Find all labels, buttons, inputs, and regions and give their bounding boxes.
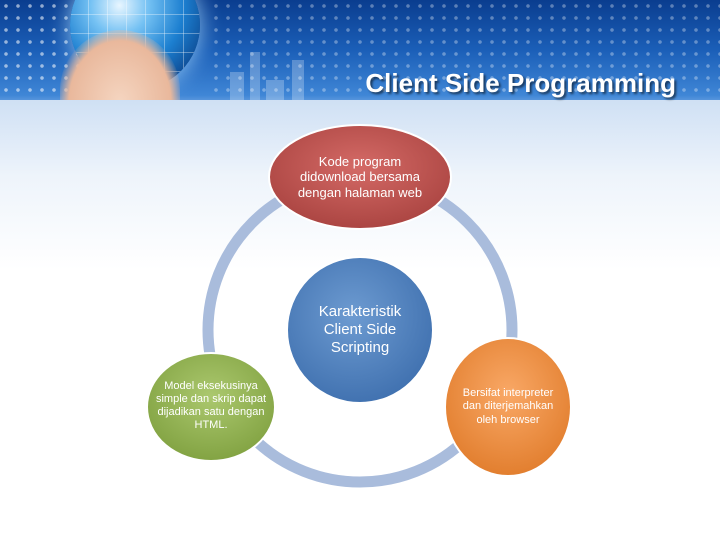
decorative-dots-right (210, 0, 720, 96)
right-node-shape (444, 337, 572, 477)
top-node: Kode program didownload bersama dengan h… (296, 140, 424, 214)
slide-title: Client Side Programming (365, 68, 676, 98)
left-node-label: Model eksekusinya simple dan skrip dapat… (155, 379, 267, 432)
right-node-label: Bersifat interpreter dan diterjemahkan o… (462, 387, 554, 426)
top-node-shape (268, 124, 452, 230)
left-node-shape (146, 352, 276, 462)
skyline-decoration (292, 60, 304, 112)
center-node-shape (286, 256, 434, 404)
center-node-label: Karakteristik Client Side Scripting (318, 303, 402, 356)
skyline-decoration (250, 52, 260, 112)
left-node: Model eksekusinya simple dan skrip dapat… (155, 356, 267, 456)
center-node: Karakteristik Client Side Scripting (300, 295, 420, 365)
top-node-label: Kode program didownload bersama dengan h… (297, 153, 423, 200)
right-node: Bersifat interpreter dan diterjemahkan o… (458, 362, 558, 452)
